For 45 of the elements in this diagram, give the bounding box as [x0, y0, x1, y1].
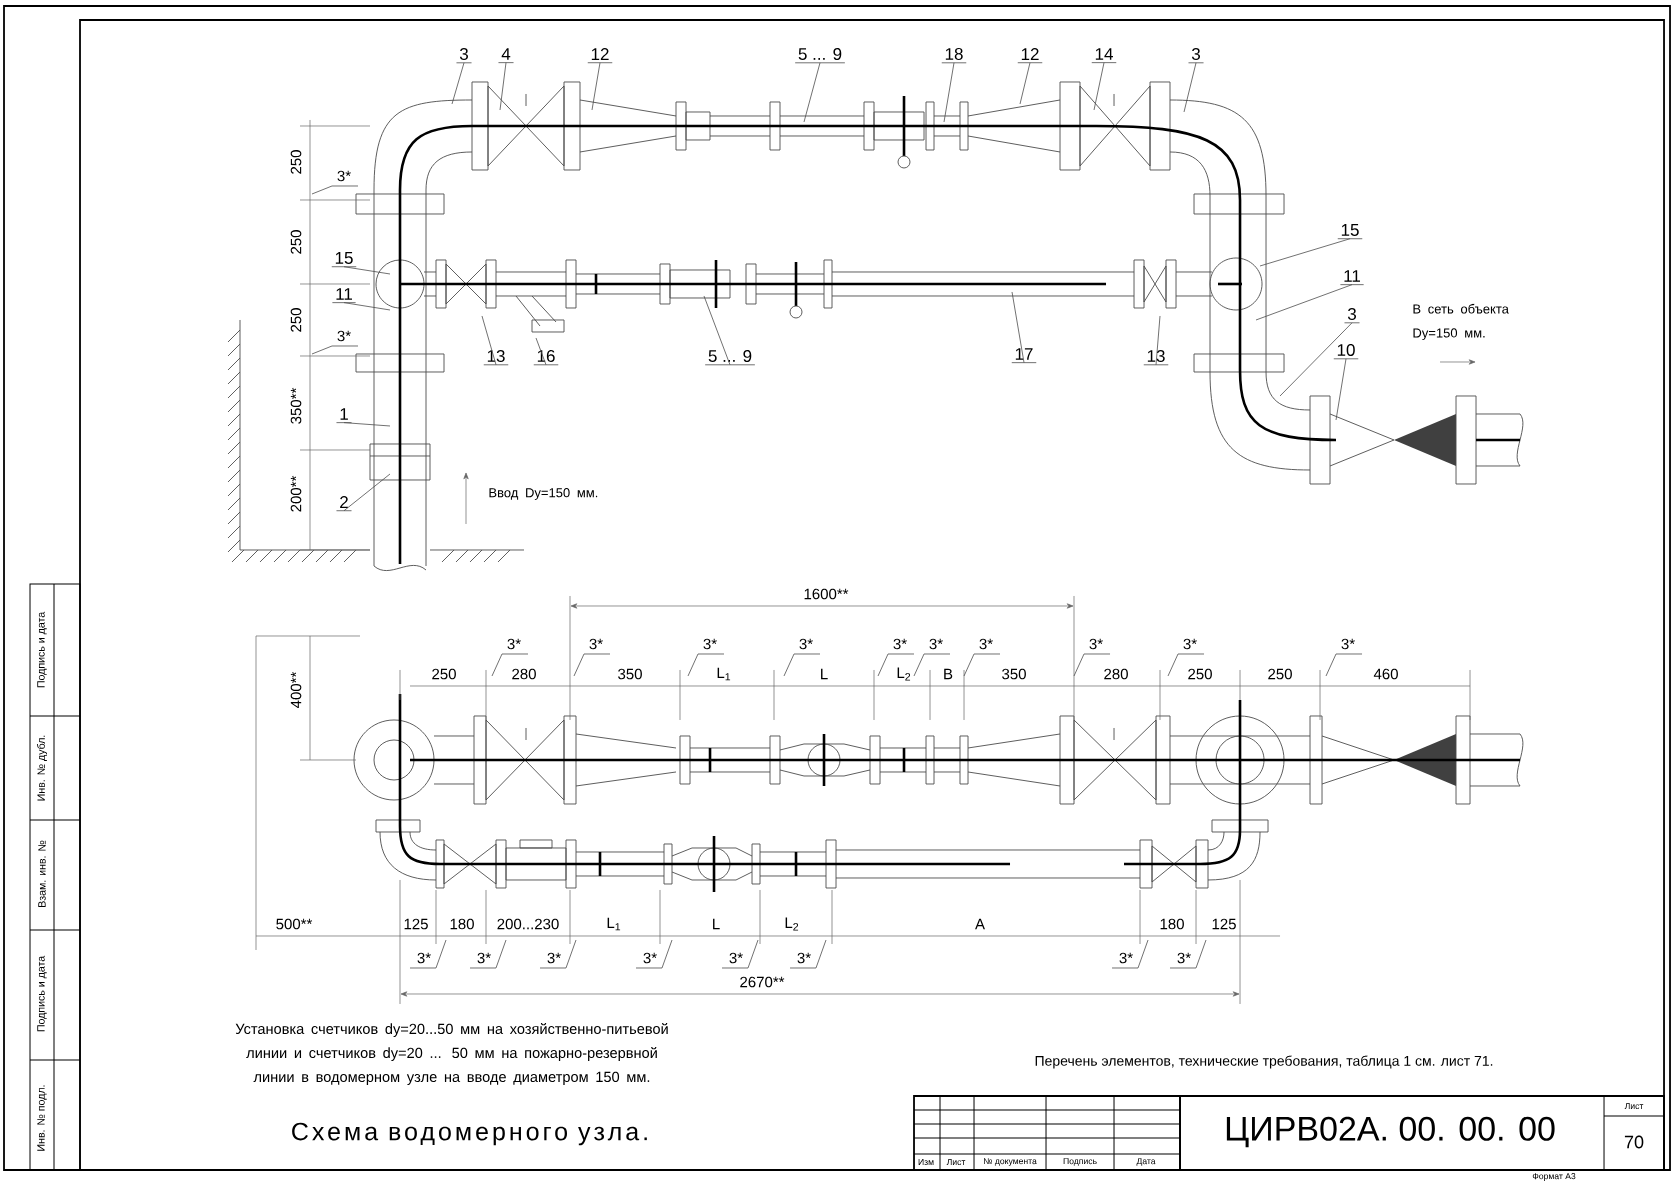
leader-line	[703, 295, 731, 366]
callout-number: 2	[336, 496, 352, 512]
leader-line	[1259, 238, 1351, 267]
leader-line	[1019, 62, 1031, 105]
callout-number: 13	[1143, 350, 1169, 366]
leader-line	[1011, 291, 1025, 364]
callout-number: 5 ... 9	[704, 350, 756, 366]
leader-line	[451, 62, 465, 105]
callout-number: 12	[1017, 48, 1043, 64]
leader-line	[535, 337, 547, 366]
callout-number: 13	[483, 350, 509, 366]
leader-line	[943, 62, 955, 123]
drawing-code: ЦИРВ02А. 00. 00. 00	[1226, 1116, 1555, 1148]
callout-number: 4	[498, 48, 514, 64]
leader-line	[343, 473, 391, 512]
leader-line	[591, 62, 601, 111]
leader-line	[1335, 358, 1347, 421]
drawing-title: Схема водомерного узла.	[292, 1122, 647, 1146]
leader-line	[343, 422, 391, 427]
callout-number: 3	[1188, 48, 1204, 64]
callout-number: 10	[1333, 344, 1359, 360]
callout-number: 3	[1344, 308, 1360, 324]
leader-line	[1279, 322, 1353, 397]
leader-line	[803, 62, 821, 123]
callout-number: 16	[533, 350, 559, 366]
leader-line	[1155, 315, 1161, 366]
leader-line	[499, 62, 507, 111]
callout-number: 15	[331, 252, 357, 268]
leader-line	[1183, 62, 1197, 113]
leader-line	[1093, 62, 1105, 111]
callout-number: 15	[1337, 224, 1363, 240]
callout-number: 11	[332, 288, 357, 304]
callout-number: 1	[336, 408, 352, 424]
leader-line	[481, 315, 497, 366]
callout-number: 5 ... 9	[794, 48, 846, 64]
callout-number: 17	[1011, 348, 1037, 364]
leader-line	[343, 302, 391, 311]
callout-number: 11	[1340, 270, 1365, 286]
callout-number: 14	[1091, 48, 1117, 64]
callout-number: 12	[587, 48, 613, 64]
leader-line	[343, 266, 391, 275]
callout-number: 3	[456, 48, 472, 64]
callout-number: 18	[941, 48, 967, 64]
leader-line	[1255, 284, 1353, 321]
sheet-number: 70	[1624, 1135, 1644, 1149]
